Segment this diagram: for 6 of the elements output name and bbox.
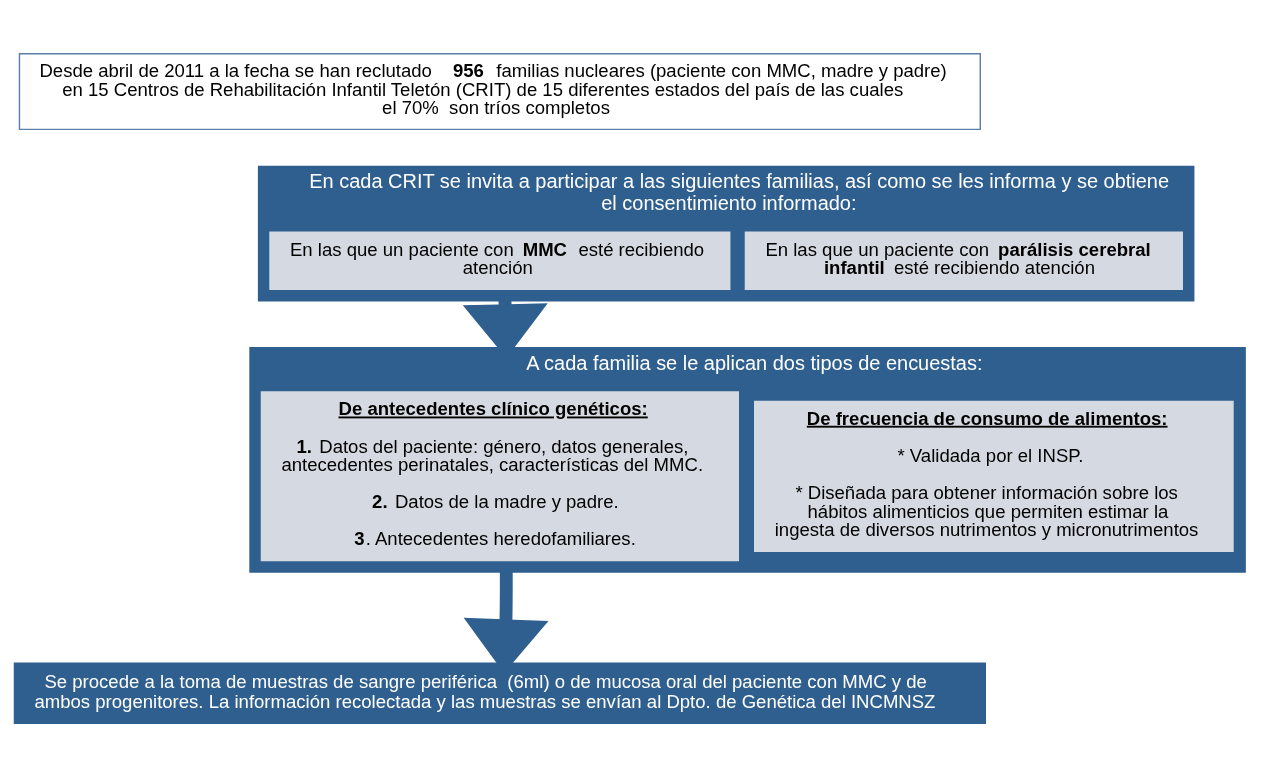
node-box: En las que un paciente con MMC esté recibiendo atención <box>269 230 731 290</box>
node-box: De frecuencia de consumo de alimentos: * Validada por el INSP. * Diseñada para obtener información sobre los hábitos alimenticios que permiten estimar la ingesta de diversos nutrimentos y micronutrimentos <box>754 400 1234 552</box>
node-box: Desde abril de 2011 a la fecha se han reclutado 956 familias nucleares (paciente con MMC, madre y padre) en 15 Centros de Rehabilitación Infantil Teletón (CRIT) de 15 diferentes estados del país de las cuales el 70% son tríos completos <box>18 52 981 130</box>
node-box: En las que un paciente con parálisis cerebral infantil esté recibiendo atención <box>744 230 1183 290</box>
node-box: De antecedentes clínico genéticos: 1. Datos del paciente: género, datos generales, antecedentes perinatales, características del MMC. 2. Datos de la madre y padre. 3. Antecedentes heredofamiliares. <box>260 390 739 561</box>
node-box: Se procede a la toma de muestras de sangre periférica (6ml) o de mucosa oral del paciente con MMC y de ambos progenitores. La información recolectada y las muestras se envían al Dpto. de Genética del INCMNSZ <box>13 662 986 724</box>
